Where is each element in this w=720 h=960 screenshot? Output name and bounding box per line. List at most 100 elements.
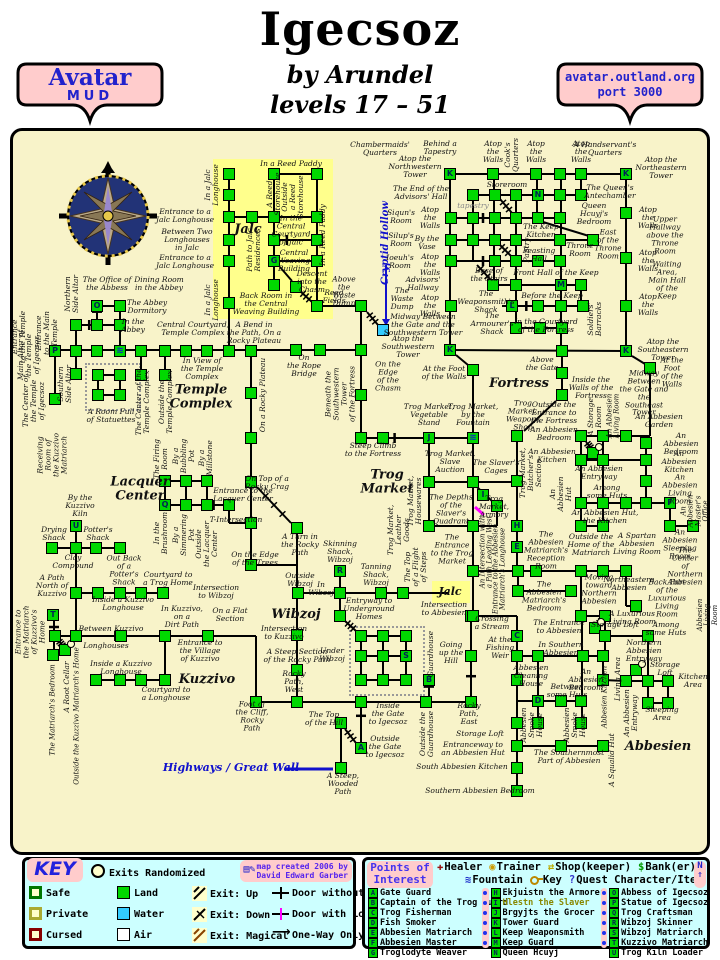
poi-icon-fountain: ≋Fountain [465, 874, 523, 886]
room-label: The Office of the Abbess [82, 275, 132, 292]
room-label: Living Area [613, 657, 623, 701]
map-room [311, 300, 323, 312]
room-label: Moving toward Northern Abbesien [581, 572, 617, 605]
room-label: Southern Side Altar [56, 364, 73, 404]
map-room [597, 650, 609, 662]
room-label: Waiting Area, Main Hall of the Keep [648, 259, 686, 300]
room-label: At the Foot of the Walls [660, 355, 684, 388]
poi-room-P: P [49, 345, 61, 357]
map-room [223, 297, 235, 309]
poi-room-J: J [423, 432, 435, 444]
room-label: A Spartan Abbesien Living Room [613, 531, 661, 556]
poi-room-U: U [70, 520, 82, 532]
poi-room-M: M [555, 279, 567, 291]
water-room [377, 324, 389, 336]
room-label: By a Simmering Pot [171, 514, 196, 556]
poi-separator [600, 888, 608, 948]
room-label: Atop the Walls [419, 293, 441, 318]
room-label: The Center of the Temple of Igecsoz [21, 374, 46, 428]
map-room [575, 189, 587, 201]
map-room [245, 432, 257, 444]
poi-letter-chip: O [609, 888, 620, 898]
poi-room-F: F [664, 497, 676, 509]
map-room [620, 252, 632, 264]
room-label: Abbesien Smoke House [519, 707, 544, 743]
room-label: On the Edge of the Trees [231, 550, 279, 567]
map-room [180, 499, 192, 511]
room-label: In the Courtyard of the Fortress [514, 317, 578, 334]
room-label: A Handservant's Quarters [573, 140, 637, 157]
map-room [642, 675, 654, 687]
map-room [554, 212, 566, 224]
map-room [92, 389, 104, 401]
map-room [245, 559, 257, 571]
room-label: Atop the Walls [637, 205, 659, 230]
map-room [114, 300, 126, 312]
map-room [377, 650, 389, 662]
room-label: Courtyard to a Trog Home [143, 570, 193, 587]
map-room [70, 587, 82, 599]
room-label: Queen Hcuyj's Bedroom [576, 201, 612, 226]
poi-letter-chip: P [609, 898, 620, 908]
map-room [135, 587, 147, 599]
room-label: On a Flat Section [212, 606, 248, 623]
room-label: An Abbesien Sleeping Room [662, 527, 698, 560]
room-label: The Firing Room [152, 439, 169, 479]
map-room [445, 255, 457, 267]
room-label: Abbesien Living Room [695, 598, 719, 632]
room-label: Outside the Kuzzivo Matriarch's Home [72, 647, 81, 785]
avatar-mud-logo: Avatar MUD [16, 62, 164, 126]
room-label: Outside the Lacquer Center [194, 521, 219, 567]
map-room [575, 520, 587, 532]
map-room [49, 393, 61, 405]
poi-letter-chip: H [490, 888, 501, 898]
map-room [662, 675, 674, 687]
room-label: On the Edge of the Chasm [374, 359, 402, 392]
room-label: East of the Throne Room [594, 227, 622, 260]
map-room [355, 650, 367, 662]
map-room [159, 630, 171, 642]
map-room [487, 279, 499, 291]
map-room [620, 565, 632, 577]
room-label: An Abbesien Bedroom [663, 431, 699, 456]
room-label: Outside the Gate to Igecsoz [365, 734, 405, 759]
map-room [512, 565, 524, 577]
map-room [90, 674, 102, 686]
map-room [556, 345, 568, 357]
poi-letter-chip: A [368, 888, 378, 898]
map-room [291, 696, 303, 708]
poi-icon-bank-er-: $Bank(er) [638, 861, 696, 873]
room-label: Among some Huts [586, 483, 628, 500]
room-label: Trog Market, Armory [478, 494, 510, 519]
map-room [532, 255, 544, 267]
page-title: Igecsoz [259, 2, 461, 56]
room-label: Clay Compound [52, 553, 94, 570]
room-label: The Top of a Flight of Steps [403, 547, 428, 587]
room-label: Highways / Great Wall [162, 761, 300, 775]
map-room [511, 717, 523, 729]
room-label: An Abbesien Kitchen [661, 449, 697, 474]
map-room [423, 476, 435, 488]
map-room [489, 212, 501, 224]
poi-letter-chip: J [490, 908, 501, 918]
room-label: The Entrance to the Trog Market [430, 532, 474, 565]
poi-room-K: K [444, 344, 456, 356]
room-label: Northeastern Abbesien [603, 575, 655, 592]
map-room [510, 212, 522, 224]
fountain-icon: ≋ [116, 346, 124, 356]
map-room [510, 279, 522, 291]
room-label: An Abbesien Entryway [575, 464, 623, 481]
map-room [554, 168, 566, 180]
map-room [92, 587, 104, 599]
poi-room-K: K [620, 168, 632, 180]
map-room [642, 630, 654, 642]
map-room [70, 542, 82, 554]
map-room [180, 345, 192, 357]
room-label: The End of the Advisors' Hall [392, 184, 450, 201]
